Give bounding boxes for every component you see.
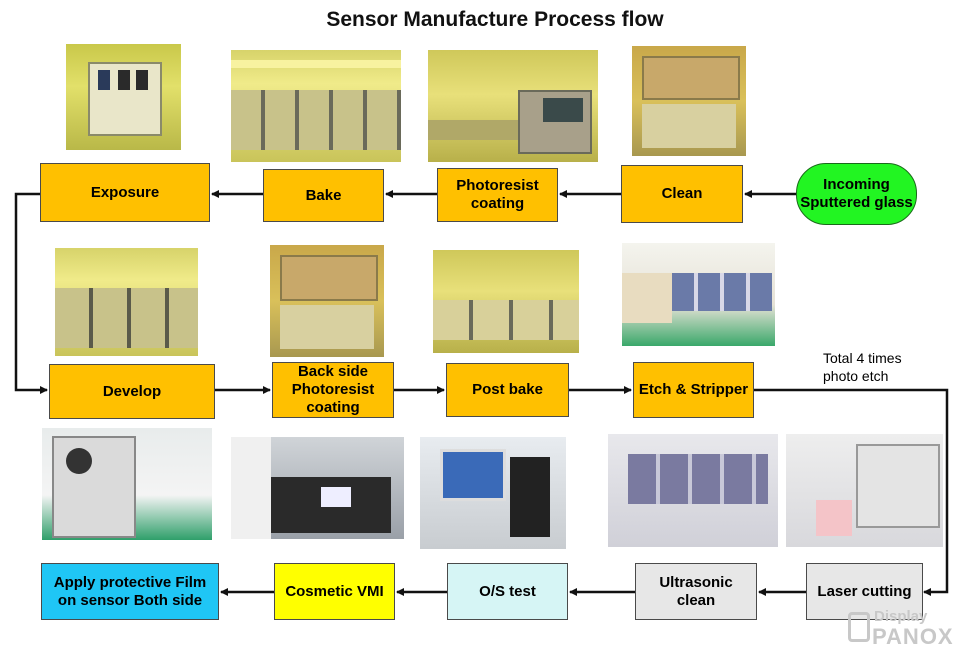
page-title: Sensor Manufacture Process flow — [326, 8, 664, 31]
bake-equipment-photo — [231, 50, 401, 162]
step-incoming-sputtered-glass: Incoming Sputtered glass — [796, 163, 917, 225]
step-apply-protective-film: Apply protective Film on sensor Both sid… — [41, 563, 219, 620]
step-etch-stripper: Etch & Stripper — [633, 362, 754, 418]
watermark-line2: PANOX — [872, 624, 954, 649]
step-laser-cutting: Laser cutting — [806, 563, 923, 620]
step-cosmetic-vmi: Cosmetic VMI — [274, 563, 395, 620]
step-post-bake: Post bake — [446, 363, 569, 417]
step-exposure: Exposure — [40, 163, 210, 222]
arrow-exposure-to-develop — [14, 192, 48, 394]
step-photoresist-coating: Photoresist coating — [437, 168, 558, 222]
develop-equipment-photo — [55, 248, 198, 356]
cosmetic-vmi-photo — [231, 437, 404, 539]
os-test-photo — [420, 437, 566, 549]
ultrasonic-clean-photo — [608, 434, 778, 547]
step-back-side-photoresist-coating: Back side Photoresist coating — [272, 362, 394, 418]
photo-etch-note: Total 4 times photo etch — [823, 350, 902, 384]
post-bake-equipment-photo — [433, 250, 579, 353]
watermark-line1: Display — [874, 608, 928, 625]
exposure-equipment-photo — [66, 44, 181, 150]
step-clean: Clean — [621, 165, 743, 223]
watermark-mark-icon — [848, 612, 870, 642]
step-ultrasonic-clean: Ultrasonic clean — [635, 563, 757, 620]
watermark-logo: Display PANOX — [848, 608, 953, 649]
photoresist-equipment-photo — [428, 50, 598, 162]
step-develop: Develop — [49, 364, 215, 419]
laser-cutting-photo — [786, 434, 943, 547]
step-bake: Bake — [263, 169, 384, 222]
film-equipment-photo — [42, 428, 212, 540]
etch-equipment-photo — [622, 243, 775, 346]
clean-equipment-photo — [632, 46, 746, 156]
back-side-equipment-photo — [270, 245, 384, 357]
step-os-test: O/S test — [447, 563, 568, 620]
arrow-etch-to-laser — [754, 388, 949, 596]
